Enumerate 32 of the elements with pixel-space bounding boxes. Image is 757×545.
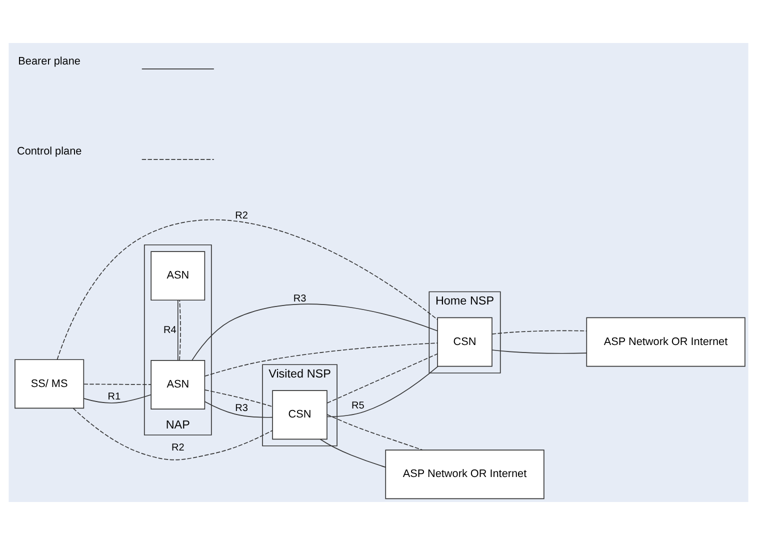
node-box: ASP Network OR Internet: [385, 450, 544, 500]
node-box: CSN: [437, 317, 492, 367]
edge-label: R2: [171, 442, 184, 454]
connector: [492, 350, 587, 354]
edge-label: R2: [235, 210, 248, 222]
edge-label: R1: [108, 391, 121, 402]
connector: [204, 342, 438, 377]
connector: [204, 401, 273, 418]
legend-label: Bearer plane: [18, 55, 80, 68]
connector: [56, 220, 438, 360]
node-box: ASP Network OR Internet: [586, 317, 746, 367]
connector: [326, 353, 438, 404]
node-box: ASN: [150, 360, 206, 410]
connector: [72, 408, 273, 460]
connector: [83, 384, 152, 385]
node-box: CSN: [272, 390, 328, 440]
connector: [320, 438, 386, 468]
connector: [204, 390, 273, 408]
edge-label: R3: [293, 293, 306, 304]
connector: [326, 366, 438, 418]
connector: [179, 300, 181, 361]
legend-label: Control plane: [16, 146, 82, 158]
node-box: SS/ MS: [14, 359, 84, 409]
edge-label: R3: [235, 403, 248, 414]
node-box: ASN: [150, 251, 206, 301]
connector: [192, 304, 438, 361]
connector: [83, 394, 152, 404]
edge-label: R5: [352, 400, 364, 412]
connector: [326, 414, 423, 450]
edge-label: R4: [164, 324, 176, 336]
connector: [492, 330, 587, 334]
connector: [177, 300, 178, 361]
